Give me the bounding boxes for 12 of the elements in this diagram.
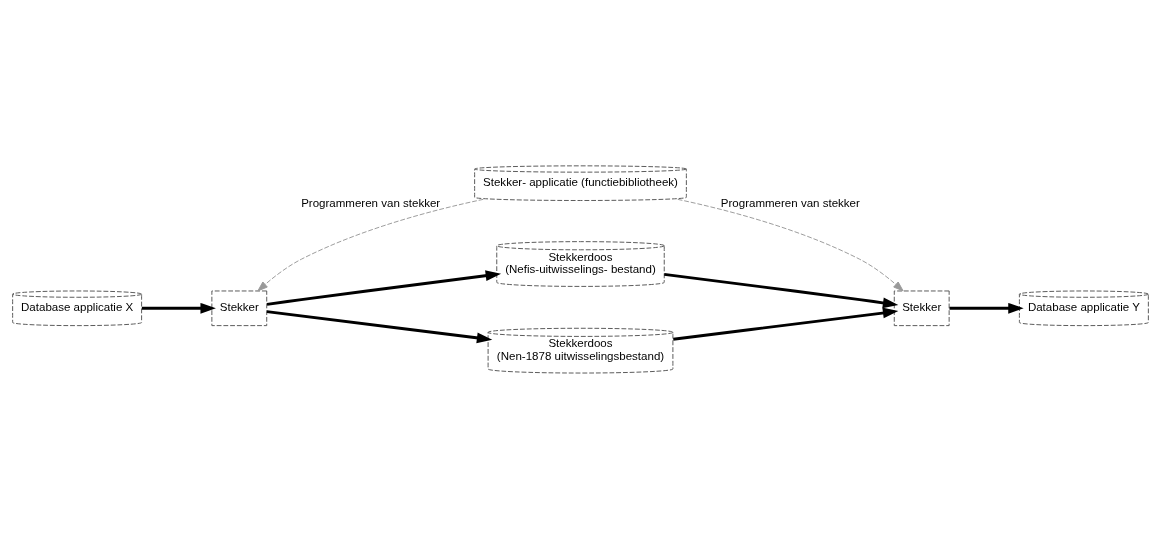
arrow — [257, 198, 484, 291]
arrow — [266, 269, 502, 306]
arrow — [664, 272, 899, 308]
arrow — [673, 307, 899, 341]
arrow — [266, 309, 493, 343]
arrow — [677, 198, 904, 291]
node-box: Stekker — [893, 290, 950, 326]
arrow — [949, 302, 1024, 314]
edge-label: Programmeren van stekker — [720, 196, 860, 209]
edge-label: Programmeren van stekker — [301, 196, 441, 209]
arrow — [141, 302, 216, 314]
node-box: Stekker — [211, 290, 268, 326]
